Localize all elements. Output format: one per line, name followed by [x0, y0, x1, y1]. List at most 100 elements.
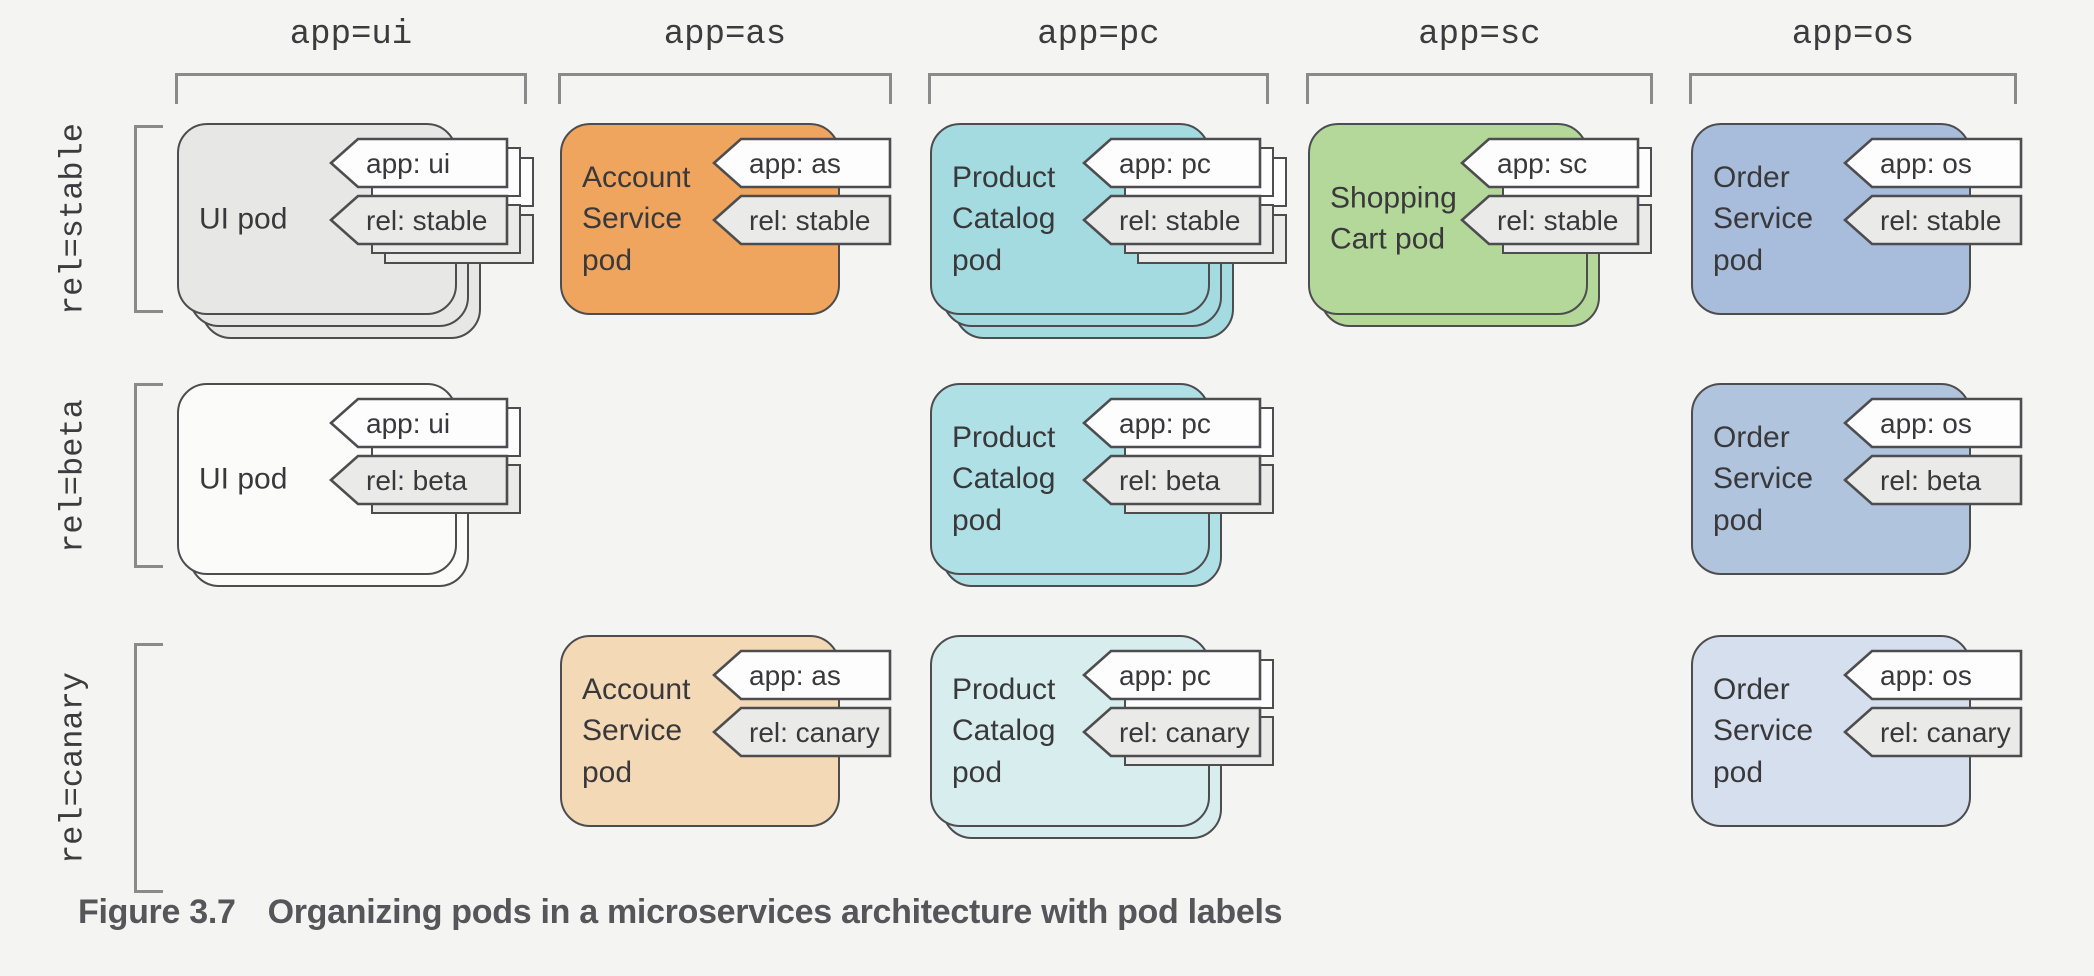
app-tag-shape: [712, 137, 892, 189]
row-bracket-tick: [134, 125, 163, 128]
row-bracket-tick: [134, 643, 163, 646]
column-header-app-os: app=os: [1791, 16, 1915, 54]
app-tag-shape: [1460, 137, 1640, 189]
app-tag-shape: [1843, 397, 2023, 449]
rel-tag-text: rel: stable: [1497, 205, 1618, 236]
column-bracket-tick: [928, 73, 931, 104]
tag-rel-as-canary: rel: canary: [712, 706, 892, 758]
column-bracket-tick: [1650, 73, 1653, 104]
column-bracket-tick: [1689, 73, 1692, 104]
tag-rel-ui-beta: rel: beta: [329, 454, 509, 506]
app-tag-text: app: pc: [1119, 408, 1211, 439]
column-bracket-tick: [2014, 73, 2017, 104]
pod-name: Order Service pod: [1713, 672, 1814, 789]
app-tag-shape: [1843, 649, 2023, 701]
pod-name: UI pod: [199, 202, 288, 236]
row-bracket-tick: [134, 890, 163, 893]
tag-rel-pc-canary: rel: canary: [1082, 706, 1262, 758]
rel-tag-shape: [1460, 194, 1640, 246]
tag-rel-ui-stable: rel: stable: [329, 194, 509, 246]
rel-tag-shape: [1843, 706, 2023, 758]
app-tag-shape: [1082, 397, 1262, 449]
tag-app-ui-stable: app: ui: [329, 137, 509, 189]
row-bracket-tick: [134, 310, 163, 313]
tag-app-pc-canary: app: pc: [1082, 649, 1262, 701]
app-tag-text: app: os: [1880, 660, 1972, 691]
app-tag-shape: [329, 397, 509, 449]
tag-app-os-stable: app: os: [1843, 137, 2023, 189]
rel-tag-text: rel: beta: [1119, 465, 1221, 496]
column-bracket-line: [1306, 73, 1653, 76]
rel-tag-shape: [1082, 454, 1262, 506]
pod-name: Product Catalog pod: [952, 672, 1056, 789]
column-header-app-as: app=as: [663, 16, 787, 54]
row-bracket-line: [134, 125, 137, 313]
app-tag-shape: [329, 137, 509, 189]
app-tag-text: app: sc: [1497, 148, 1587, 179]
tag-app-ui-beta: app: ui: [329, 397, 509, 449]
rel-tag-shape: [1843, 194, 2023, 246]
tag-app-pc-stable: app: pc: [1082, 137, 1262, 189]
figure-caption-label: Figure 3.7: [78, 893, 236, 931]
rel-tag-shape: [1082, 194, 1262, 246]
tag-rel-pc-stable: rel: stable: [1082, 194, 1262, 246]
pod-box-os-beta: Order Service pod: [1691, 383, 1971, 575]
tag-rel-os-canary: rel: canary: [1843, 706, 2023, 758]
tag-app-as-canary: app: as: [712, 649, 892, 701]
rel-tag-shape: [712, 706, 892, 758]
app-tag-text: app: ui: [366, 148, 450, 179]
app-tag-shape: [1082, 137, 1262, 189]
rel-tag-text: rel: canary: [749, 717, 880, 748]
column-bracket-tick: [524, 73, 527, 104]
rel-tag-text: rel: beta: [1880, 465, 1982, 496]
rel-tag-text: rel: canary: [1880, 717, 2011, 748]
figure-caption-text: Organizing pods in a microservices archi…: [267, 893, 1283, 931]
column-bracket-tick: [558, 73, 561, 104]
pod-name: Account Service pod: [582, 160, 691, 277]
tag-app-as-stable: app: as: [712, 137, 892, 189]
tag-rel-pc-beta: rel: beta: [1082, 454, 1262, 506]
rel-tag-shape: [1082, 706, 1262, 758]
app-tag-text: app: as: [749, 660, 841, 691]
rel-tag-shape: [329, 454, 509, 506]
tag-app-pc-beta: app: pc: [1082, 397, 1262, 449]
rel-tag-text: rel: stable: [366, 205, 487, 236]
app-tag-text: app: ui: [366, 408, 450, 439]
pod-name: Order Service pod: [1713, 420, 1814, 537]
row-bracket-line: [134, 383, 137, 568]
tag-rel-sc-stable: rel: stable: [1460, 194, 1640, 246]
app-tag-text: app: os: [1880, 148, 1972, 179]
column-bracket-line: [175, 73, 527, 76]
figure-caption: Figure 3.7 Organizing pods in a microserv…: [78, 893, 1283, 932]
app-tag-shape: [1843, 137, 2023, 189]
app-tag-shape: [712, 649, 892, 701]
app-tag-text: app: os: [1880, 408, 1972, 439]
rel-tag-text: rel: stable: [1880, 205, 2001, 236]
column-header-app-ui: app=ui: [289, 16, 413, 54]
pod-name: Order Service pod: [1713, 160, 1814, 277]
app-tag-text: app: pc: [1119, 148, 1211, 179]
tag-app-os-beta: app: os: [1843, 397, 2023, 449]
row-label-rel-beta: rel=beta: [54, 398, 92, 553]
row-bracket-line: [134, 643, 137, 893]
column-bracket-line: [928, 73, 1269, 76]
pod-name: Shopping Cart pod: [1330, 181, 1457, 256]
column-bracket-tick: [175, 73, 178, 104]
rel-tag-text: rel: beta: [366, 465, 468, 496]
tag-rel-as-stable: rel: stable: [712, 194, 892, 246]
pod-os-beta: Order Service pod: [1691, 383, 1971, 575]
column-bracket-tick: [1306, 73, 1309, 104]
column-header-app-sc: app=sc: [1418, 16, 1541, 54]
row-label-rel-stable: rel=stable: [54, 122, 92, 316]
rel-tag-text: rel: stable: [1119, 205, 1240, 236]
column-bracket-line: [1689, 73, 2017, 76]
app-tag-text: app: pc: [1119, 660, 1211, 691]
column-bracket-line: [558, 73, 892, 76]
rel-tag-shape: [1843, 454, 2023, 506]
app-tag-text: app: as: [749, 148, 841, 179]
pod-name: Account Service pod: [582, 672, 691, 789]
rel-tag-text: rel: stable: [749, 205, 870, 236]
tag-rel-os-beta: rel: beta: [1843, 454, 2023, 506]
column-header-app-pc: app=pc: [1037, 16, 1160, 54]
